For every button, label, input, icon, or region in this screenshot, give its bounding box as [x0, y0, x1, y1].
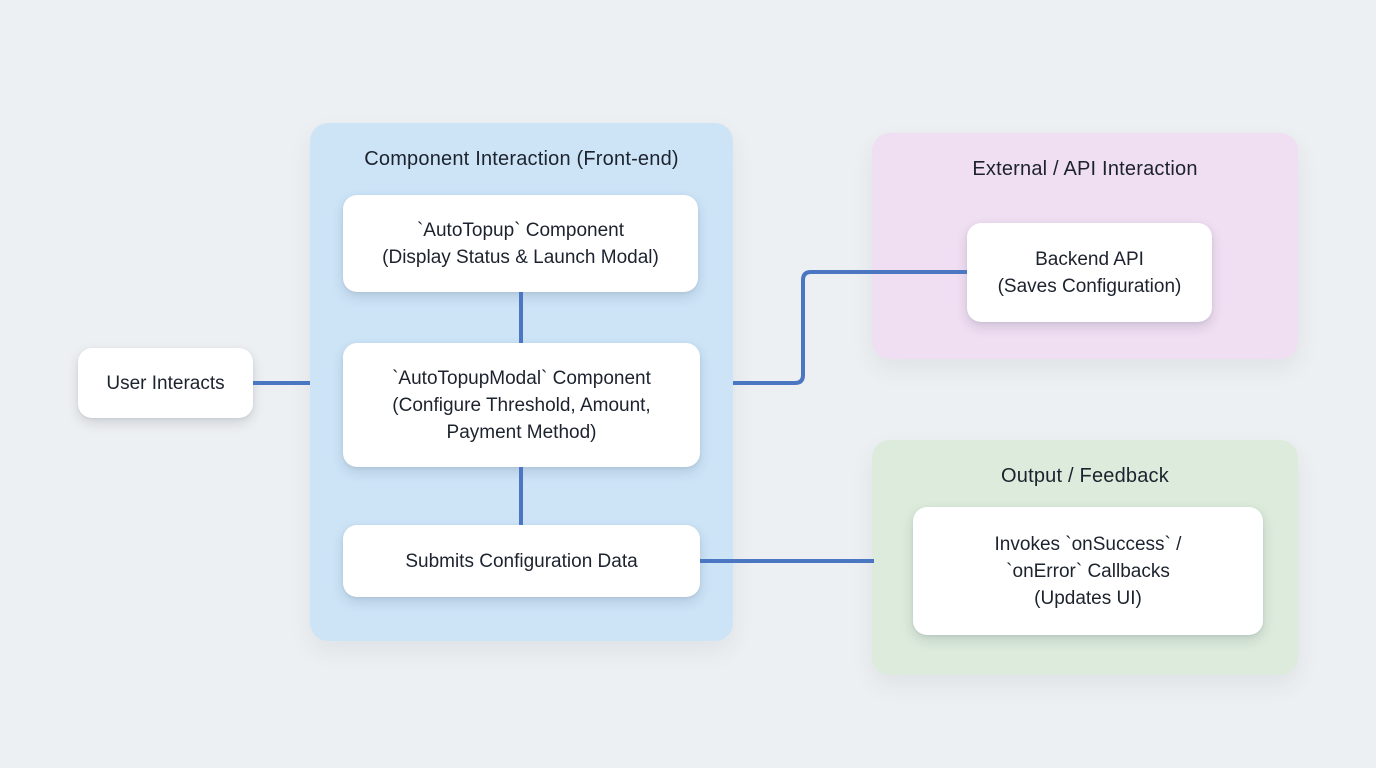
node-line: (Display Status & Launch Modal) — [382, 246, 659, 268]
node-user-interacts: User Interacts — [78, 348, 253, 418]
node-invokes-callbacks: Invokes `onSuccess` / `onError` Callback… — [913, 507, 1263, 635]
node-line: User Interacts — [106, 372, 225, 394]
node-line: (Updates UI) — [1034, 587, 1142, 609]
node-line: (Configure Threshold, Amount, — [392, 394, 651, 416]
node-line: `AutoTopupModal` Component — [392, 367, 651, 389]
group-output-feedback: Output / Feedback Invokes `onSuccess` / … — [872, 440, 1298, 675]
node-submits-configuration-data: Submits Configuration Data — [343, 525, 700, 597]
node-line: Invokes `onSuccess` / — [994, 533, 1182, 555]
group-external-api-title: External / API Interaction — [972, 158, 1198, 180]
node-line: `AutoTopup` Component — [416, 219, 624, 241]
group-output-feedback-title: Output / Feedback — [1001, 465, 1169, 487]
node-backend-api: Backend API (Saves Configuration) — [967, 223, 1212, 322]
node-line: `onError` Callbacks — [1006, 560, 1170, 582]
node-autotopup-modal-component: `AutoTopupModal` Component (Configure Th… — [343, 343, 700, 467]
node-line: Payment Method) — [446, 421, 597, 443]
group-frontend: Component Interaction (Front-end) `AutoT… — [310, 123, 733, 641]
node-autotopup-component: `AutoTopup` Component (Display Status & … — [343, 195, 698, 292]
group-external-api: External / API Interaction Backend API (… — [872, 133, 1298, 359]
node-line: (Saves Configuration) — [997, 275, 1182, 297]
group-frontend-title: Component Interaction (Front-end) — [364, 148, 679, 170]
node-line: Backend API — [1035, 248, 1144, 270]
node-line: Submits Configuration Data — [405, 550, 638, 572]
